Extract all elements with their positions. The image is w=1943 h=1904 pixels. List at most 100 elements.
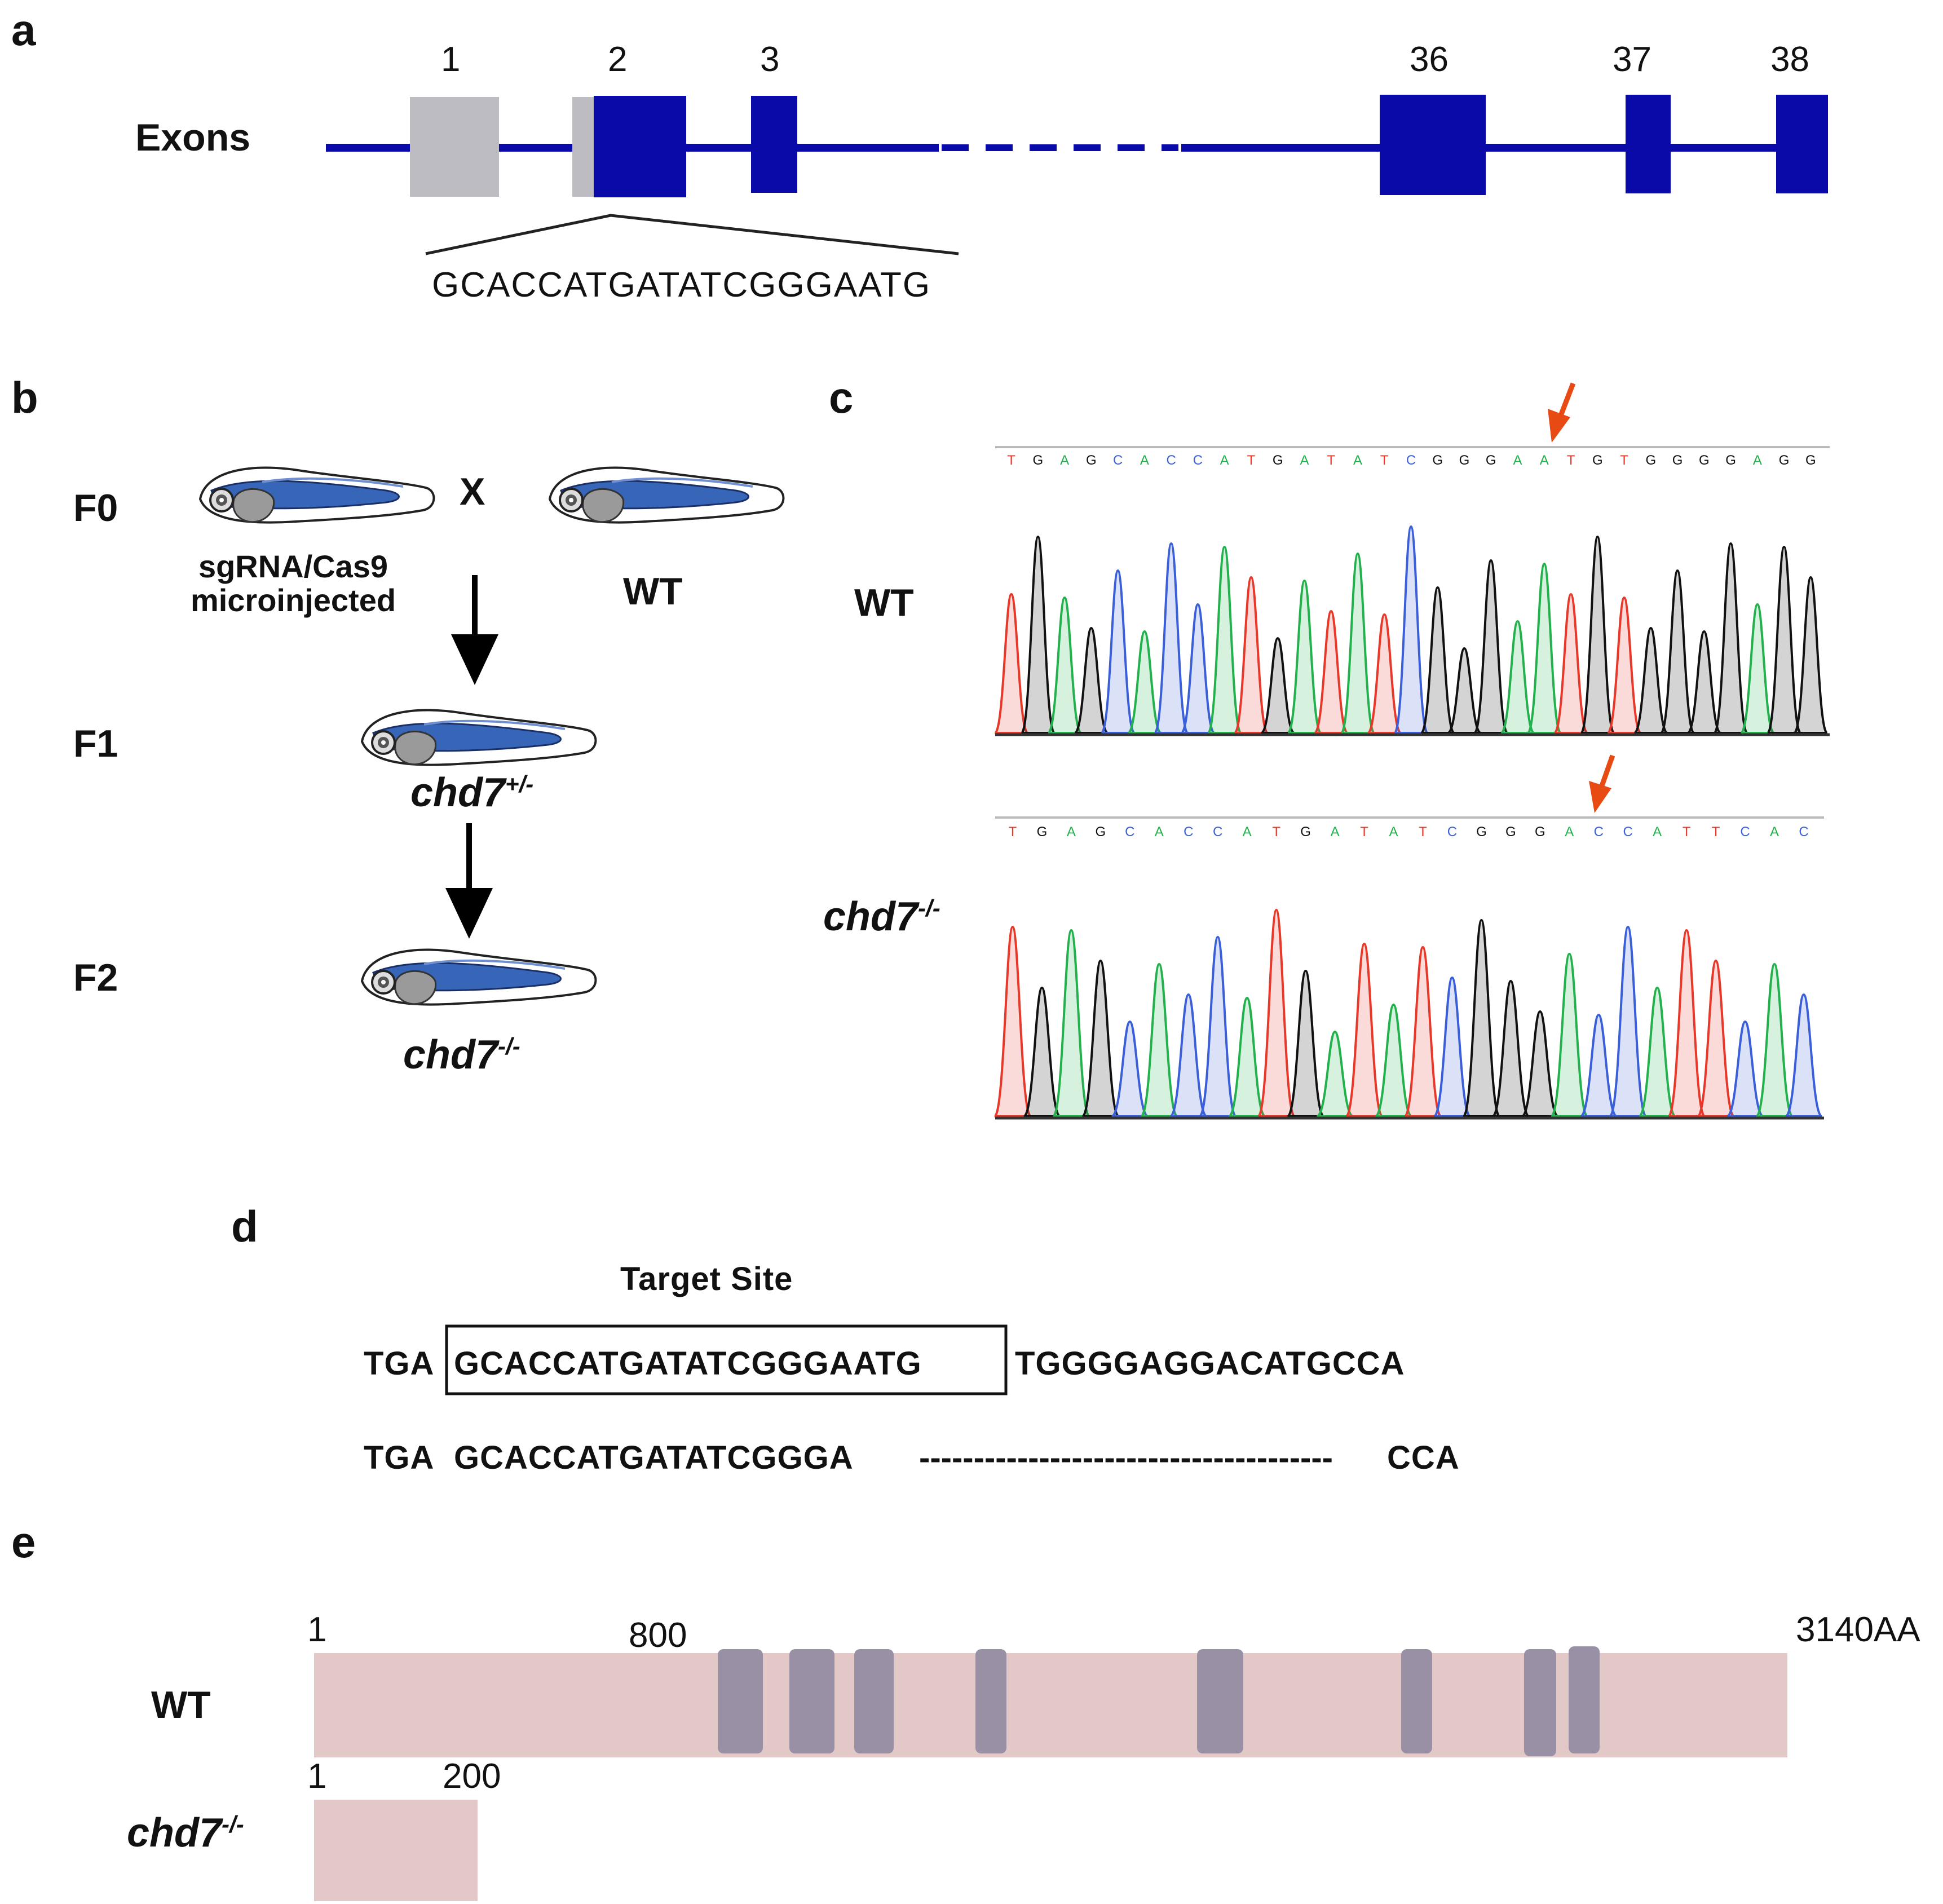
f2-genotype-sup: -/- xyxy=(498,1033,520,1059)
wt-base-3: G xyxy=(1086,453,1097,468)
exon-3 xyxy=(751,96,797,193)
mut-base-21: C xyxy=(1623,824,1633,840)
domain-8 xyxy=(1569,1646,1600,1753)
wt-base-9: T xyxy=(1247,453,1256,468)
mut-base-24: T xyxy=(1711,824,1720,840)
wt-peak-5 xyxy=(1127,630,1162,734)
protein-wt-label: WT xyxy=(151,1684,211,1726)
wt-base-27: G xyxy=(1725,453,1736,468)
mut-base-11: A xyxy=(1330,824,1340,840)
mut-protein-end: 200 xyxy=(443,1757,501,1796)
exon-37 xyxy=(1626,95,1671,193)
wt-base-21: T xyxy=(1566,453,1575,468)
wt-peak-20 xyxy=(1526,562,1562,734)
wt-peak-29 xyxy=(1766,545,1802,734)
mut-base-10: G xyxy=(1300,824,1311,840)
wt-peak-23 xyxy=(1606,596,1642,734)
domain-6 xyxy=(1401,1649,1432,1753)
wt-protein-bar xyxy=(314,1653,1787,1757)
wt-seq-prefix: TGA xyxy=(364,1345,435,1382)
wt-peak-16 xyxy=(1420,586,1456,734)
wt-peak-26 xyxy=(1686,630,1721,734)
mut-peak-1 xyxy=(1022,986,1062,1117)
wt-peak-30 xyxy=(1793,576,1829,734)
mut-base-13: A xyxy=(1389,824,1398,840)
mut-peak-6 xyxy=(1169,993,1208,1117)
wt-peak-25 xyxy=(1659,569,1695,734)
mut-peak-0 xyxy=(993,925,1032,1117)
f2-genotype: chd7-/- xyxy=(403,1032,520,1078)
mut-base-8: A xyxy=(1242,824,1252,840)
f2-genotype-base: chd7 xyxy=(403,1032,498,1077)
mut-protein-start: 1 xyxy=(307,1757,327,1796)
wt-base-11: A xyxy=(1300,453,1309,468)
mut-peak-27 xyxy=(1784,993,1823,1117)
exon-number-3: 3 xyxy=(760,40,780,79)
mut-base-4: C xyxy=(1125,824,1135,840)
wt-peak-8 xyxy=(1207,545,1242,734)
wt-peak-18 xyxy=(1473,559,1509,734)
wt-peak-19 xyxy=(1500,620,1535,734)
wt-target-site: GCACCATGATATCGGGAATG xyxy=(454,1345,922,1382)
wt-base-22: G xyxy=(1592,453,1603,468)
mut-peak-2 xyxy=(1052,929,1091,1117)
wt-peak-2 xyxy=(1046,596,1083,734)
gene-structure-diagram xyxy=(326,95,1828,255)
mut-base-25: C xyxy=(1740,824,1750,840)
wt-peak-28 xyxy=(1739,603,1776,734)
wt-peaks xyxy=(993,525,1829,734)
exon-38 xyxy=(1776,95,1828,193)
exon-number-1: 1 xyxy=(441,40,461,79)
trace-mut-label-sup: -/- xyxy=(918,895,940,921)
target-site-title: Target Site xyxy=(620,1261,793,1297)
f1-genotype: chd7+/- xyxy=(410,770,533,816)
protein-mut-label-base: chd7 xyxy=(127,1810,222,1856)
wt-base-14: T xyxy=(1380,453,1389,468)
target-box xyxy=(445,1324,1008,1395)
exon-number-36: 36 xyxy=(1410,40,1449,79)
wt-base-29: G xyxy=(1778,453,1790,468)
mut-base-14: T xyxy=(1419,824,1427,840)
chromatogram xyxy=(993,382,1830,1120)
mut-peaks xyxy=(993,908,1823,1117)
wt-peak-10 xyxy=(1260,637,1295,734)
wt-base-8: A xyxy=(1220,453,1229,468)
protein-mut-label: chd7-/- xyxy=(127,1810,244,1856)
wt-protein-tick-800: 800 xyxy=(629,1616,687,1655)
mut-base-23: T xyxy=(1682,824,1691,840)
mut-base-15: C xyxy=(1447,824,1458,840)
exon-number-37: 37 xyxy=(1613,40,1651,79)
exon-2 xyxy=(594,96,686,197)
mut-base-22: A xyxy=(1653,824,1662,840)
wt-peak-24 xyxy=(1633,626,1669,734)
mut-base-19: A xyxy=(1565,824,1574,840)
mut-base-7: C xyxy=(1213,824,1223,840)
wt-base-30: G xyxy=(1805,453,1816,468)
wt-base-4: C xyxy=(1112,453,1123,468)
mut-peak-21 xyxy=(1609,925,1648,1117)
mut-base-17: G xyxy=(1505,824,1516,840)
wt-base-10: G xyxy=(1272,453,1283,468)
protein-mut-label-sup: -/- xyxy=(222,1811,244,1837)
wt-peak-1 xyxy=(1020,535,1056,734)
exon-36 xyxy=(1380,95,1486,195)
wt-base-12: T xyxy=(1327,453,1336,468)
wt-peak-7 xyxy=(1180,603,1216,734)
wt-peak-22 xyxy=(1580,535,1615,734)
panel-label-a: a xyxy=(11,5,36,55)
mut-seq-prefix: TGA xyxy=(364,1439,435,1476)
injected-label-line2: microinjected xyxy=(190,582,396,618)
mut-protein-bar xyxy=(314,1800,478,1901)
wt-base-5: A xyxy=(1140,453,1149,468)
mut-base-6: C xyxy=(1184,824,1194,840)
wt-base-7: C xyxy=(1193,453,1203,468)
sgrna-sequence: GCACCATGATATCGGGAATG xyxy=(432,266,931,304)
mut-peak-5 xyxy=(1140,962,1178,1117)
mut-peak-10 xyxy=(1286,969,1325,1117)
mut-base-20: C xyxy=(1593,824,1604,840)
breeding-diagram xyxy=(199,466,785,1006)
domain-1 xyxy=(718,1649,763,1753)
cross-symbol: X xyxy=(460,470,485,513)
wt-seq-suffix: TGGGGAGGACATGCCA xyxy=(1015,1345,1405,1382)
wt-parent-label: WT xyxy=(623,570,683,613)
